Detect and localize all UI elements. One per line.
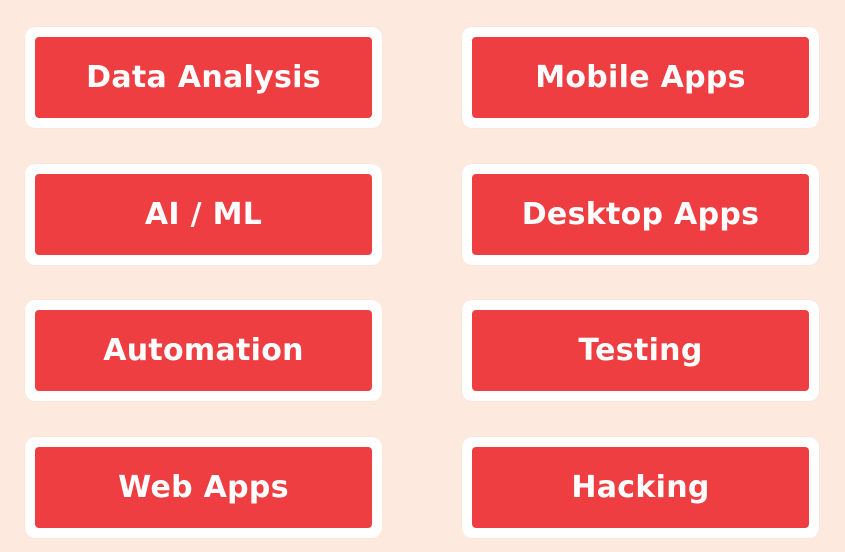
tile-automation: Automation	[25, 300, 382, 401]
web-apps-button[interactable]: Web Apps	[35, 447, 372, 528]
mobile-apps-button[interactable]: Mobile Apps	[472, 37, 809, 118]
automation-button[interactable]: Automation	[35, 310, 372, 391]
hacking-button[interactable]: Hacking	[472, 447, 809, 528]
desktop-apps-button[interactable]: Desktop Apps	[472, 174, 809, 255]
tile-testing: Testing	[462, 300, 819, 401]
testing-button[interactable]: Testing	[472, 310, 809, 391]
tile-data-analysis: Data Analysis	[25, 27, 382, 128]
tile-mobile-apps: Mobile Apps	[462, 27, 819, 128]
tile-desktop-apps: Desktop Apps	[462, 164, 819, 265]
tile-hacking: Hacking	[462, 437, 819, 538]
tile-ai-ml: AI / ML	[25, 164, 382, 265]
ai-ml-button[interactable]: AI / ML	[35, 174, 372, 255]
data-analysis-button[interactable]: Data Analysis	[35, 37, 372, 118]
tile-web-apps: Web Apps	[25, 437, 382, 538]
